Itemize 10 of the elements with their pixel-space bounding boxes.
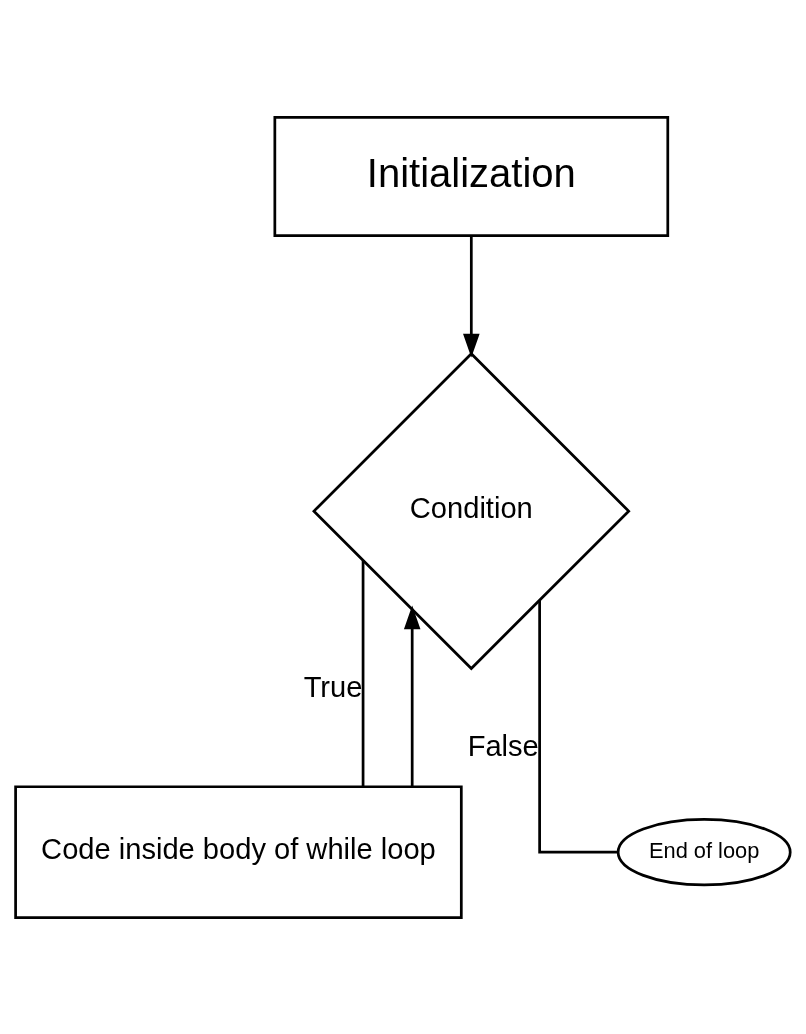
connector <box>361 560 365 786</box>
edge-label: True <box>303 670 363 703</box>
node-diamond: Condition <box>312 351 631 670</box>
connector <box>538 600 618 854</box>
node-box: Code inside body of while loop <box>14 784 463 919</box>
arrow <box>403 605 421 786</box>
arrow <box>463 235 480 358</box>
node-ellipse: End of loop <box>616 817 792 886</box>
node-box: Initialization <box>273 115 670 237</box>
edge-label: False <box>467 729 539 762</box>
